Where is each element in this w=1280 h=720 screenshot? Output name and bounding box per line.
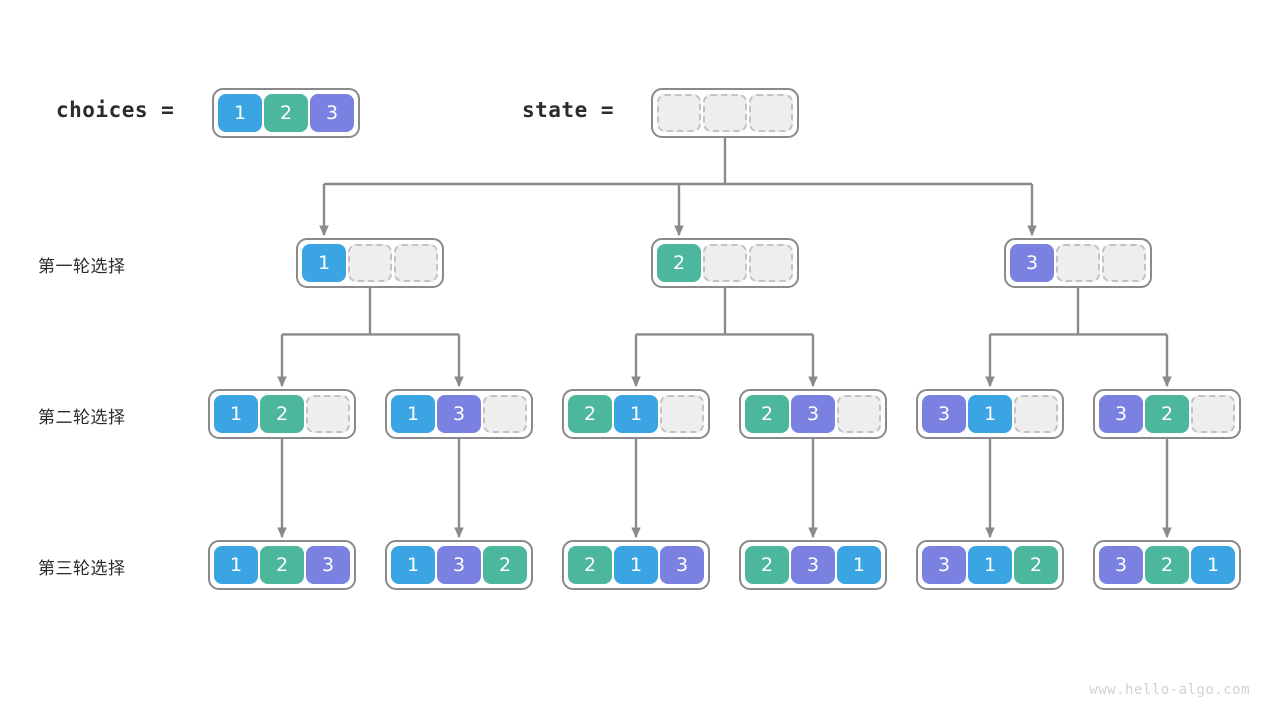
array-cell-value: 3 <box>310 94 354 132</box>
array-cell-value: 3 <box>1010 244 1054 282</box>
array-cell-empty <box>1014 395 1058 433</box>
watermark: www.hello-algo.com <box>1089 682 1250 698</box>
array-cell-empty <box>348 244 392 282</box>
array-cell-value: 1 <box>214 395 258 433</box>
row-label-2: 第二轮选择 <box>38 408 126 428</box>
array-cell-empty <box>657 94 701 132</box>
array-cell-value: 3 <box>660 546 704 584</box>
level1-array-1[interactable]: 1 <box>296 238 444 288</box>
array-cell-value: 2 <box>260 395 304 433</box>
array-cell-value: 1 <box>302 244 346 282</box>
array-cell-value: 2 <box>745 395 789 433</box>
state-array[interactable] <box>651 88 799 138</box>
level1-array-3[interactable]: 3 <box>1004 238 1152 288</box>
array-cell-value: 1 <box>1191 546 1235 584</box>
array-cell-value: 1 <box>214 546 258 584</box>
array-cell-value: 3 <box>306 546 350 584</box>
array-cell-value: 1 <box>837 546 881 584</box>
array-cell-empty <box>703 94 747 132</box>
array-cell-empty <box>703 244 747 282</box>
array-cell-value: 3 <box>437 395 481 433</box>
array-cell-value: 2 <box>264 94 308 132</box>
array-cell-value: 1 <box>968 546 1012 584</box>
array-cell-value: 1 <box>614 546 658 584</box>
array-cell-value: 2 <box>657 244 701 282</box>
array-cell-value: 2 <box>1145 395 1189 433</box>
array-cell-value: 2 <box>745 546 789 584</box>
array-cell-empty <box>306 395 350 433</box>
array-cell-value: 1 <box>968 395 1012 433</box>
array-cell-value: 2 <box>260 546 304 584</box>
array-cell-value: 1 <box>218 94 262 132</box>
array-cell-value: 2 <box>568 546 612 584</box>
array-cell-empty <box>394 244 438 282</box>
array-cell-value: 2 <box>1145 546 1189 584</box>
array-cell-value: 3 <box>791 395 835 433</box>
array-cell-value: 1 <box>391 395 435 433</box>
row-label-3: 第三轮选择 <box>38 559 126 579</box>
array-cell-value: 3 <box>1099 546 1143 584</box>
array-cell-value: 2 <box>568 395 612 433</box>
array-cell-empty <box>1102 244 1146 282</box>
array-cell-value: 3 <box>791 546 835 584</box>
array-cell-value: 3 <box>437 546 481 584</box>
array-cell-value: 2 <box>1014 546 1058 584</box>
array-cell-empty <box>660 395 704 433</box>
array-cell-empty <box>1056 244 1100 282</box>
row-label-1: 第一轮选择 <box>38 257 126 277</box>
array-cell-value: 1 <box>391 546 435 584</box>
array-cell-empty <box>1191 395 1235 433</box>
array-cell-value: 2 <box>483 546 527 584</box>
state-label: state = <box>522 98 615 122</box>
array-cell-value: 3 <box>922 546 966 584</box>
array-cell-empty <box>837 395 881 433</box>
array-cell-empty <box>483 395 527 433</box>
array-cell-empty <box>749 244 793 282</box>
array-cell-value: 1 <box>614 395 658 433</box>
array-cell-empty <box>749 94 793 132</box>
choices-label: choices = <box>56 98 175 122</box>
array-cell-value: 3 <box>922 395 966 433</box>
level1-array-2[interactable]: 2 <box>651 238 799 288</box>
array-cell-value: 3 <box>1099 395 1143 433</box>
